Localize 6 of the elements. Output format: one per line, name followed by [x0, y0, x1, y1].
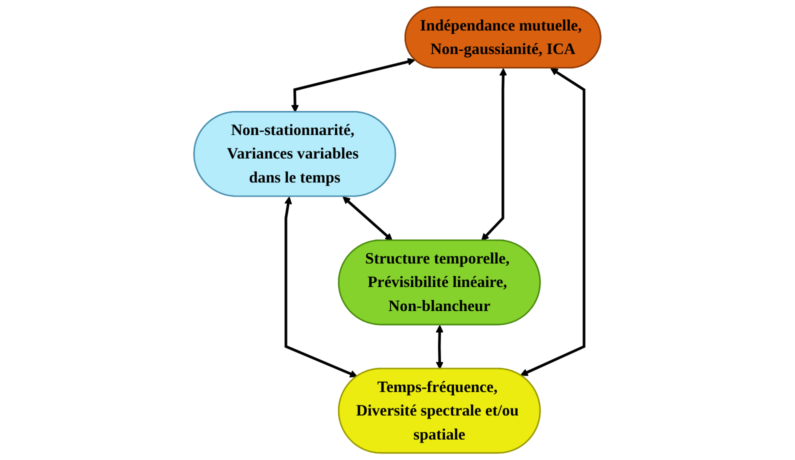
- arrow: [342, 196, 393, 241]
- arrow: [291, 58, 416, 112]
- arrow: [436, 324, 444, 370]
- arrow: [481, 68, 508, 241]
- arrow: [284, 196, 358, 378]
- arrow: [520, 68, 586, 376]
